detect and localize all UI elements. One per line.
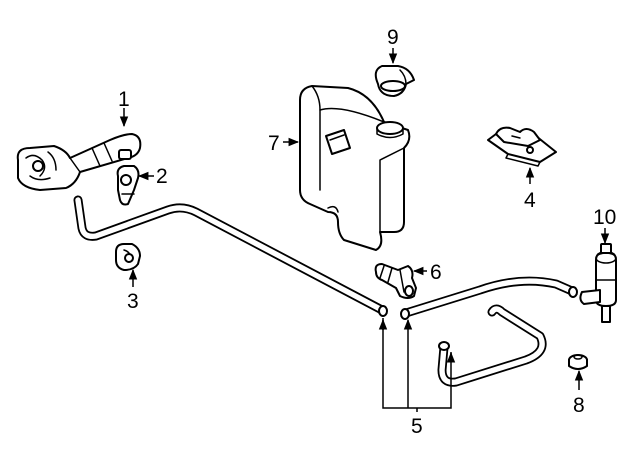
callout-7: 7 (268, 132, 280, 155)
reservoir-cap (374, 65, 415, 97)
callout-9: 9 (387, 26, 399, 49)
callout-10: 10 (593, 206, 616, 229)
callout-5: 5 (411, 415, 423, 438)
callout-4: 4 (524, 189, 536, 212)
callout-1: 1 (118, 88, 130, 111)
hose-clip (115, 243, 141, 271)
callout-8: 8 (573, 394, 585, 417)
hose-right (400, 276, 578, 320)
nozzle-bracket (487, 126, 557, 167)
hose-left (73, 195, 388, 317)
check-valve (374, 263, 417, 299)
hose-connector (116, 165, 140, 206)
callout-6: 6 (430, 261, 442, 284)
callout-2: 2 (156, 165, 168, 188)
washer-pump (579, 243, 617, 323)
callout-3: 3 (127, 290, 139, 313)
pump-grommet (568, 354, 588, 370)
hose-loop (437, 304, 547, 387)
washer-reservoir (299, 85, 411, 251)
headlamp-washer-nozzle (16, 133, 142, 191)
